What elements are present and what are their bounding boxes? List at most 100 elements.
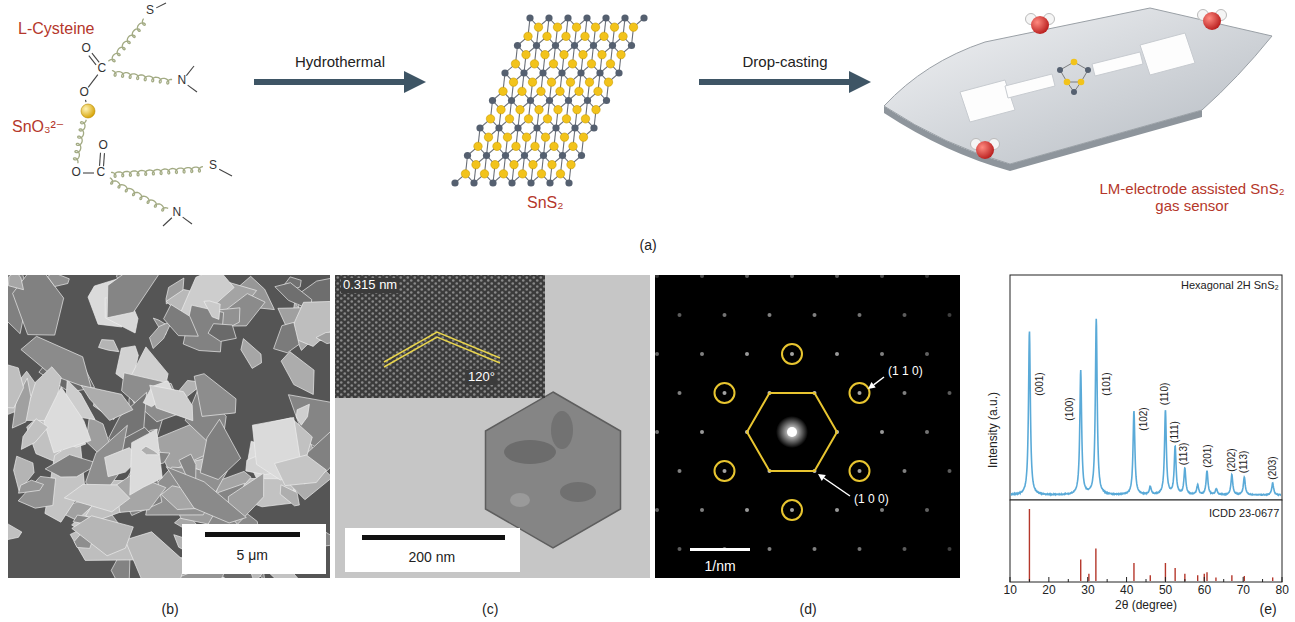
atom-symbol: O — [99, 139, 108, 153]
nanosheet-flake — [150, 321, 172, 349]
diffraction-spot — [745, 508, 749, 512]
tin-atom — [615, 69, 622, 76]
diffraction-spot — [880, 352, 884, 356]
reference-stick — [1080, 559, 1081, 581]
reference-stick — [1174, 568, 1175, 581]
sulfur-atom — [567, 160, 575, 168]
sulfur-atom — [480, 170, 488, 178]
diffraction-spot — [790, 508, 794, 512]
scale-bar — [690, 548, 750, 551]
sulfur-atom — [534, 23, 542, 31]
tin-atom — [527, 97, 534, 104]
nanosheet-flake — [200, 419, 240, 479]
diffraction-spot — [880, 430, 884, 434]
diffraction-spot — [858, 469, 862, 473]
sulfur-atom — [556, 87, 564, 95]
sem-image — [0, 253, 359, 595]
bond-line — [85, 100, 87, 102]
tin-atom — [552, 124, 559, 131]
peak-label: (101) — [1101, 372, 1111, 395]
nanosheet-flake — [275, 455, 327, 486]
atom-symbol: C — [98, 62, 107, 76]
sulfur-atom — [547, 78, 555, 86]
tin-atom — [552, 42, 559, 49]
saed-ground — [655, 275, 960, 578]
electrode-bar — [1092, 52, 1143, 76]
tin-atom — [514, 42, 521, 49]
tick-mark — [1204, 577, 1205, 582]
atom-symbol: N — [173, 206, 182, 220]
atom-symbol: N — [178, 74, 187, 88]
gas-molecule — [1026, 14, 1055, 35]
sulfur-atom — [499, 170, 507, 178]
tin-atom — [476, 124, 483, 131]
stage-label: SnS₂ — [527, 194, 563, 212]
axis-label: 2θ (degree) — [1115, 599, 1177, 613]
sulfur-atom — [581, 32, 589, 40]
central-beam — [787, 427, 797, 437]
tin-atom — [584, 97, 591, 104]
xrd-curve — [1011, 319, 1281, 495]
reference-stick — [1184, 574, 1185, 581]
reference-stick — [1150, 575, 1151, 581]
reference-stick — [1095, 549, 1096, 581]
sulfur-atom — [587, 60, 595, 68]
xrd-chart — [1010, 275, 1282, 582]
reference-stick — [1133, 563, 1134, 581]
tin-atom — [590, 124, 597, 131]
sulfur-atom — [518, 87, 526, 95]
diffraction-spots — [655, 275, 952, 551]
peak-label: (102) — [1139, 407, 1149, 430]
diffraction-spot — [723, 313, 727, 317]
nanosheet-flake — [166, 467, 246, 523]
sulfur-atom — [575, 87, 583, 95]
diffraction-spot — [700, 508, 704, 512]
tin-atom — [470, 179, 477, 186]
diffraction-spot — [858, 547, 862, 551]
nanosheet-flake — [72, 516, 134, 556]
stage-group: L-CysteineSnO₃²⁻ — [8, 8, 250, 235]
reference-stick — [1244, 576, 1245, 581]
tick-mark — [1126, 577, 1127, 582]
diffraction-spot — [925, 352, 929, 356]
tick-label: 50 — [1159, 584, 1172, 598]
diffraction-spot — [903, 313, 907, 317]
sulfur-atom — [560, 50, 568, 58]
sulfur-atom — [548, 160, 556, 168]
sulfur-atom — [543, 32, 551, 40]
stage-label: SnO₃²⁻ — [12, 118, 64, 136]
axis-label: Intensity (a.u.) — [987, 392, 999, 468]
diffraction-spot — [925, 275, 929, 278]
sulfur-atom — [591, 23, 599, 31]
tin-atom — [565, 179, 572, 186]
tin-atom — [546, 179, 553, 186]
sulfur-atom — [579, 133, 587, 141]
peak-label: (001) — [1035, 372, 1045, 395]
nanosheet-flake — [48, 275, 70, 287]
tin-atom — [527, 179, 534, 186]
nanosheet-flake — [280, 485, 299, 506]
sulfur-atom — [560, 133, 568, 141]
nanosheet-flake — [8, 275, 23, 290]
tick-mark — [1146, 579, 1147, 582]
saed-pattern — [655, 274, 960, 578]
hexagonal-nanosheet — [486, 392, 621, 548]
nanosheet-flake — [107, 275, 160, 318]
tin-atom — [495, 124, 502, 131]
reference-stick — [1206, 572, 1207, 581]
nanosheet-flake — [64, 484, 130, 512]
leader-arrowhead — [818, 474, 826, 481]
sulfur-atom — [568, 60, 576, 68]
peak-label: (113) — [1239, 450, 1249, 473]
atom-symbol: O — [72, 166, 81, 180]
reference-stick — [1231, 575, 1232, 581]
tin-atom — [489, 179, 496, 186]
tin-atom — [464, 152, 471, 159]
bond-line — [219, 169, 232, 176]
tick-label: 80 — [1276, 584, 1289, 598]
nanosheet-flake — [316, 332, 330, 344]
tick-label: 30 — [1081, 584, 1094, 598]
tin-atom — [559, 152, 566, 159]
diffraction-spot — [925, 508, 929, 512]
sulfur-atom — [518, 170, 526, 178]
